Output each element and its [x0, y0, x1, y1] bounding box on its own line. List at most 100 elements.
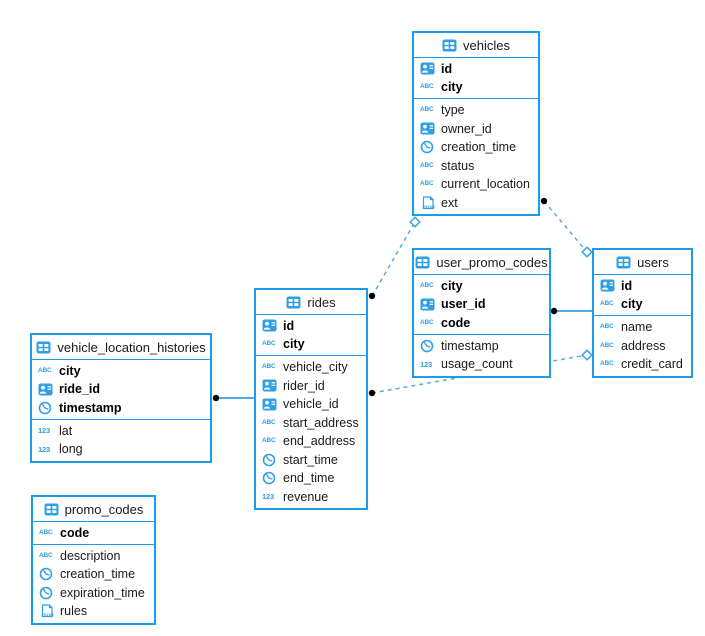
text-abc-icon: ABC: [600, 360, 614, 367]
field-name: end_address: [283, 434, 356, 449]
text-abc-icon: ABC: [420, 106, 434, 113]
field-name: timestamp: [59, 400, 122, 415]
relationship-line[interactable]: [543, 200, 588, 253]
table-header[interactable]: promo_codes: [33, 497, 154, 522]
table-title: user_promo_codes: [436, 254, 548, 270]
table-icon: [616, 256, 632, 269]
cardinality-dot-marker: [368, 389, 376, 397]
table-title: vehicles: [463, 37, 510, 53]
table-header[interactable]: vehicles: [414, 33, 538, 58]
field-row-id[interactable]: id: [594, 277, 691, 296]
field-name: name: [621, 320, 653, 335]
field-row-type[interactable]: ABC type: [414, 101, 538, 120]
relationship-vehicle_location_histories-to-rides[interactable]: [212, 394, 254, 402]
svg-text:JSON: JSON: [422, 204, 435, 209]
field-name: city: [621, 297, 643, 312]
field-name: expiration_time: [60, 585, 145, 600]
cardinality-diamond-marker: [581, 246, 593, 258]
relationship-rides-to-vehicles[interactable]: [368, 216, 421, 300]
field-name: end_time: [283, 471, 335, 486]
text-abc-icon: ABC: [420, 161, 434, 169]
table-title: vehicle_location_histories: [57, 339, 206, 355]
field-name: code: [441, 315, 471, 330]
field-name: city: [441, 278, 463, 293]
field-name: city: [441, 80, 463, 95]
relationship-vehicles-to-users[interactable]: [540, 197, 593, 258]
cardinality-diamond-marker: [581, 349, 593, 361]
field-row-end_time[interactable]: end_time: [256, 469, 366, 488]
text-abc-icon: ABC: [262, 363, 276, 370]
field-name: id: [283, 318, 295, 333]
field-name: city: [283, 337, 305, 352]
field-row-owner_id[interactable]: owner_id: [414, 120, 538, 139]
field-name: user_id: [441, 297, 486, 312]
number-123-icon: 123: [38, 444, 50, 454]
table-header[interactable]: user_promo_codes: [414, 250, 549, 275]
field-row-expiration_time[interactable]: expiration_time: [33, 584, 154, 603]
table-header[interactable]: vehicle_location_histories: [32, 335, 210, 360]
field-row-code[interactable]: ABC code: [414, 314, 549, 333]
text-abc-icon: ABC: [600, 341, 614, 349]
field-row-rider_id[interactable]: rider_id: [256, 377, 366, 396]
clock-icon: [262, 471, 278, 485]
field-row-id[interactable]: id: [256, 317, 366, 336]
field-row-creation_time[interactable]: creation_time: [414, 138, 538, 157]
relationship-user_promo_codes-to-users[interactable]: [550, 307, 592, 315]
field-name: id: [621, 278, 633, 293]
text-abc-icon: ABC: [420, 318, 434, 326]
relationship-rides-to-users[interactable]: [368, 349, 593, 397]
field-row-name[interactable]: ABC name: [594, 318, 691, 337]
text-abc-icon: ABC: [600, 323, 614, 330]
field-row-creation_time[interactable]: creation_time: [33, 565, 154, 584]
table-icon: [442, 39, 458, 52]
table-header[interactable]: rides: [256, 290, 366, 315]
table-header[interactable]: users: [594, 250, 691, 275]
table-title: rides: [307, 294, 336, 310]
field-name: vehicle_id: [283, 397, 339, 412]
field-row-city[interactable]: ABC city: [414, 277, 549, 296]
field-row-timestamp[interactable]: timestamp: [32, 399, 210, 418]
field-row-timestamp[interactable]: timestamp: [414, 337, 549, 356]
field-name: rider_id: [283, 378, 325, 393]
relationship-line[interactable]: [371, 221, 416, 297]
field-row-id[interactable]: id: [414, 60, 538, 79]
field-row-ride_id[interactable]: ride_id: [32, 380, 210, 399]
id-badge-icon: [38, 383, 54, 396]
field-row-vehicle_id[interactable]: vehicle_id: [256, 395, 366, 414]
field-row-start_time[interactable]: start_time: [256, 451, 366, 470]
field-row-user_id[interactable]: user_id: [414, 295, 549, 314]
field-name: type: [441, 103, 465, 118]
text-abc-icon: ABC: [420, 281, 434, 289]
